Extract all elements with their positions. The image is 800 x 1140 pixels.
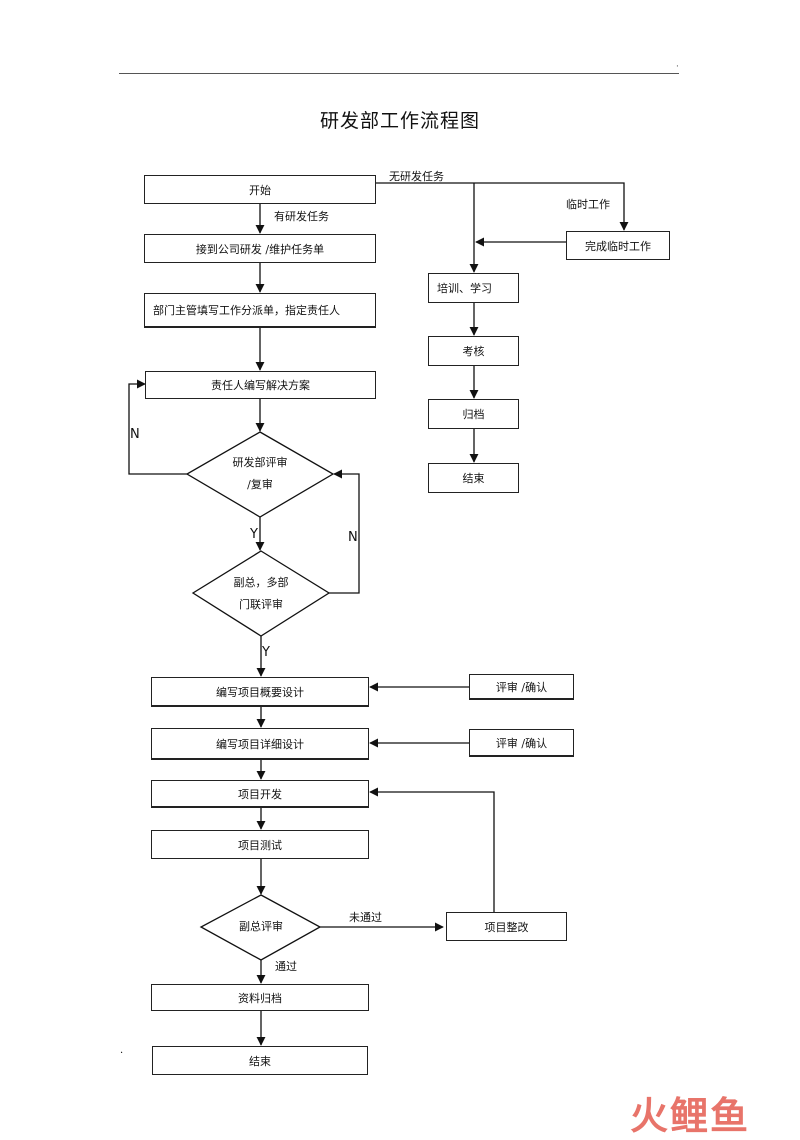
review1-yes-label: Y xyxy=(250,527,258,542)
assign-node: 部门主管填写工作分派单，指定责任人 xyxy=(144,293,376,328)
end-main-node: 结束 xyxy=(152,1046,368,1075)
training-node: 培训、学习 xyxy=(428,273,519,303)
review1-label: 研发部评审 /复审 xyxy=(232,456,288,491)
review2-no-label: N xyxy=(348,530,358,545)
confirm2-node: 评审 /确认 xyxy=(469,729,574,757)
footer-mark: · xyxy=(120,1048,124,1059)
confirm1-node: 评审 /确认 xyxy=(469,674,574,700)
fail-label: 未通过 xyxy=(349,911,382,924)
temp-work-label: 临时工作 xyxy=(566,198,610,211)
solution-node: 责任人编写解决方案 xyxy=(145,371,376,399)
page-title: 研发部工作流程图 xyxy=(319,110,480,132)
edge-review2-no-loop xyxy=(329,469,360,594)
header-mark: · xyxy=(676,62,679,72)
edge-rectify-develop xyxy=(369,787,495,912)
assess-node: 考核 xyxy=(428,336,519,366)
watermark-logo: 火鲤鱼 xyxy=(630,1094,751,1138)
outline-design-node: 编写项目概要设计 xyxy=(151,677,369,707)
no-task-label: 无研发任务 xyxy=(389,170,444,183)
edge-start-no-task xyxy=(376,182,629,231)
pass-label: 通过 xyxy=(275,960,297,973)
archive-main-node: 资料归档 xyxy=(151,984,369,1011)
rectify-node: 项目整改 xyxy=(446,912,567,941)
review1-no-label: N xyxy=(130,427,140,442)
review2-label: 副总，多部 门联评审 xyxy=(233,576,289,611)
temp-done-node: 完成临时工作 xyxy=(566,231,670,260)
receive-task-node: 接到公司研发 /维护任务单 xyxy=(144,234,376,263)
review2-yes-label: Y xyxy=(262,645,270,660)
test-node: 项目测试 xyxy=(151,830,369,859)
review3-label: 副总评审 xyxy=(239,920,283,933)
header-rule xyxy=(119,73,679,74)
edge-review1-no-loop xyxy=(128,379,187,475)
start-node: 开始 xyxy=(144,175,376,204)
has-task-label: 有研发任务 xyxy=(274,210,329,223)
develop-node: 项目开发 xyxy=(151,780,369,808)
end-side-node: 结束 xyxy=(428,463,519,493)
detail-design-node: 编写项目详细设计 xyxy=(151,728,369,760)
archive-side-node: 归档 xyxy=(428,399,519,429)
